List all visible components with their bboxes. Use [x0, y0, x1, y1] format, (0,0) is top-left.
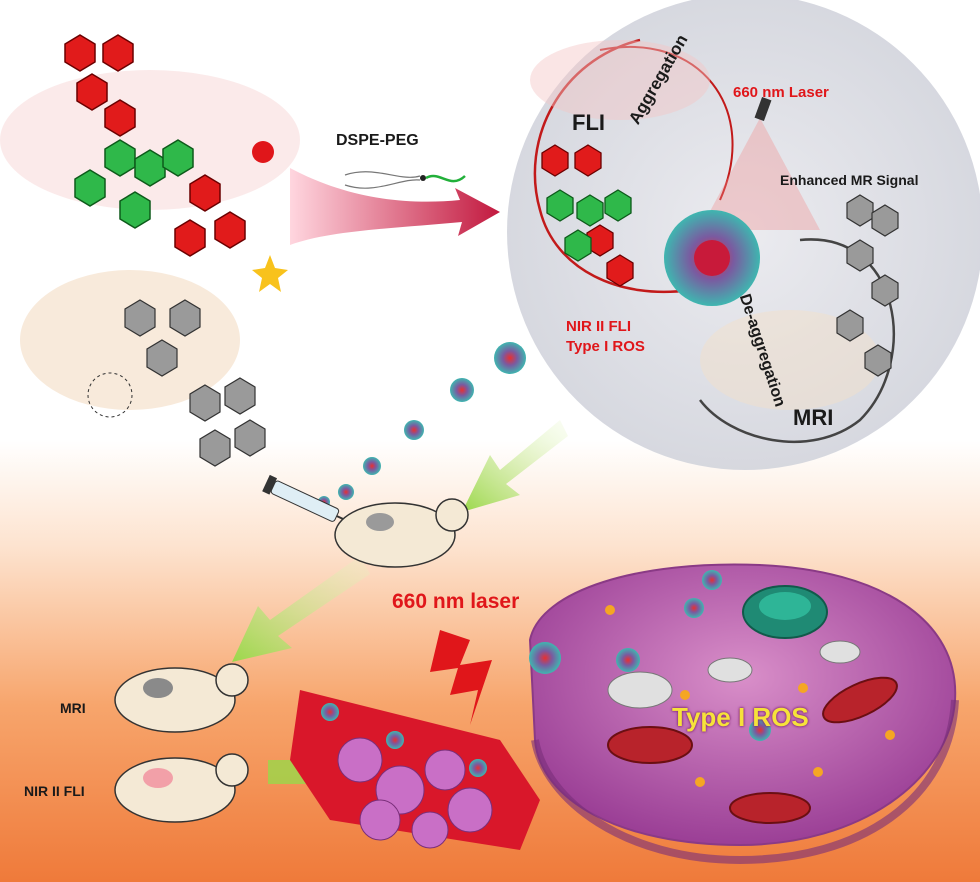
nir-fli-label: NIR II FLI [566, 318, 631, 335]
mri-label-top: MRI [793, 405, 834, 430]
aie-molecule [0, 34, 300, 257]
tumor-cell [528, 563, 959, 865]
laser-label-bottom: 660 nm laser [392, 590, 520, 613]
vesicle-3 [819, 640, 861, 664]
injection-arrow [462, 420, 568, 512]
blood-vessel [290, 690, 540, 850]
mouse-fli [114, 753, 249, 823]
aggregated-molecule [541, 144, 634, 287]
laser-label-top: 660 nm Laser [733, 84, 829, 101]
laser-bolt-icon [430, 630, 492, 725]
enhanced-mr-label: Enhanced MR Signal [780, 172, 919, 188]
mouse-mri [114, 663, 249, 733]
vesicle-1 [607, 671, 673, 709]
laser-pointer [700, 96, 820, 230]
mitochondrion-2 [822, 676, 898, 724]
dspe-peg-chain [344, 171, 466, 189]
nanoparticle-trail [318, 342, 526, 508]
nir-fli-label-bottom: NIR II FLI [24, 783, 85, 799]
assembly-arrow [290, 168, 500, 245]
type-i-ros-label: Type I ROS [566, 338, 645, 355]
mitochondrion-3 [729, 792, 811, 824]
nanoparticle-core [664, 210, 760, 306]
mouse-injected [334, 498, 469, 568]
gd-tpe-molecule [20, 255, 288, 467]
mri-label-bottom: MRI [60, 700, 86, 716]
mitochondrion-1 [607, 726, 693, 764]
deaggregated-molecule [836, 194, 899, 377]
fli-label: FLI [572, 110, 605, 135]
dspe-peg-label: DSPE-PEG [336, 132, 419, 149]
vesicle-2 [707, 657, 753, 683]
imaging-arrow [232, 556, 370, 662]
type-i-ros-cell-label: Type I ROS [672, 702, 809, 732]
